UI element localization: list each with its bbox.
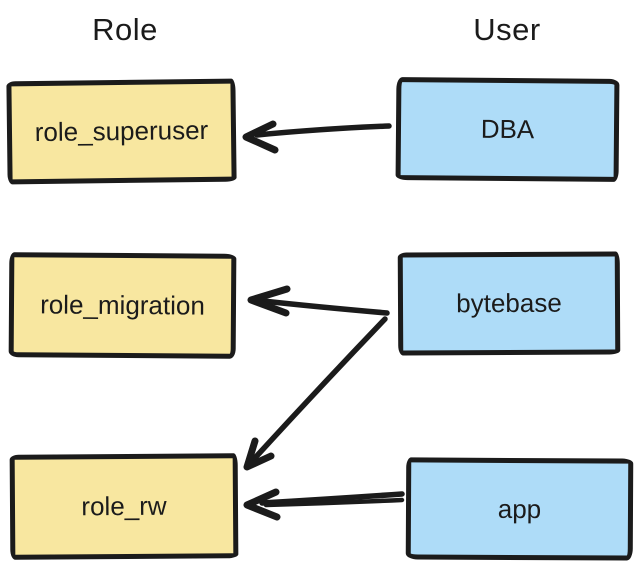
user-column-header: User xyxy=(473,12,541,47)
node-bytebase: bytebase xyxy=(397,251,621,356)
node-role-migration-label: role_migration xyxy=(40,289,205,321)
node-role-superuser-label: role_superuser xyxy=(34,114,209,148)
arrow-bytebase-to-role-rw xyxy=(243,316,388,471)
role-column-header: Role xyxy=(92,12,158,47)
node-role-superuser: role_superuser xyxy=(6,78,237,185)
arrow-bytebase-to-role-migration xyxy=(247,285,390,317)
node-bytebase-label: bytebase xyxy=(456,287,562,319)
node-app: app xyxy=(405,457,634,561)
node-dba-label: DBA xyxy=(480,113,535,145)
node-role-migration: role_migration xyxy=(8,252,237,359)
arrow-app-to-role-rw xyxy=(243,488,405,521)
node-role-rw: role_rw xyxy=(9,453,239,560)
arrow-dba-to-role-superuser xyxy=(242,120,392,154)
node-app-label: app xyxy=(497,493,542,524)
node-dba: DBA xyxy=(395,77,620,182)
node-role-rw-label: role_rw xyxy=(81,490,167,522)
